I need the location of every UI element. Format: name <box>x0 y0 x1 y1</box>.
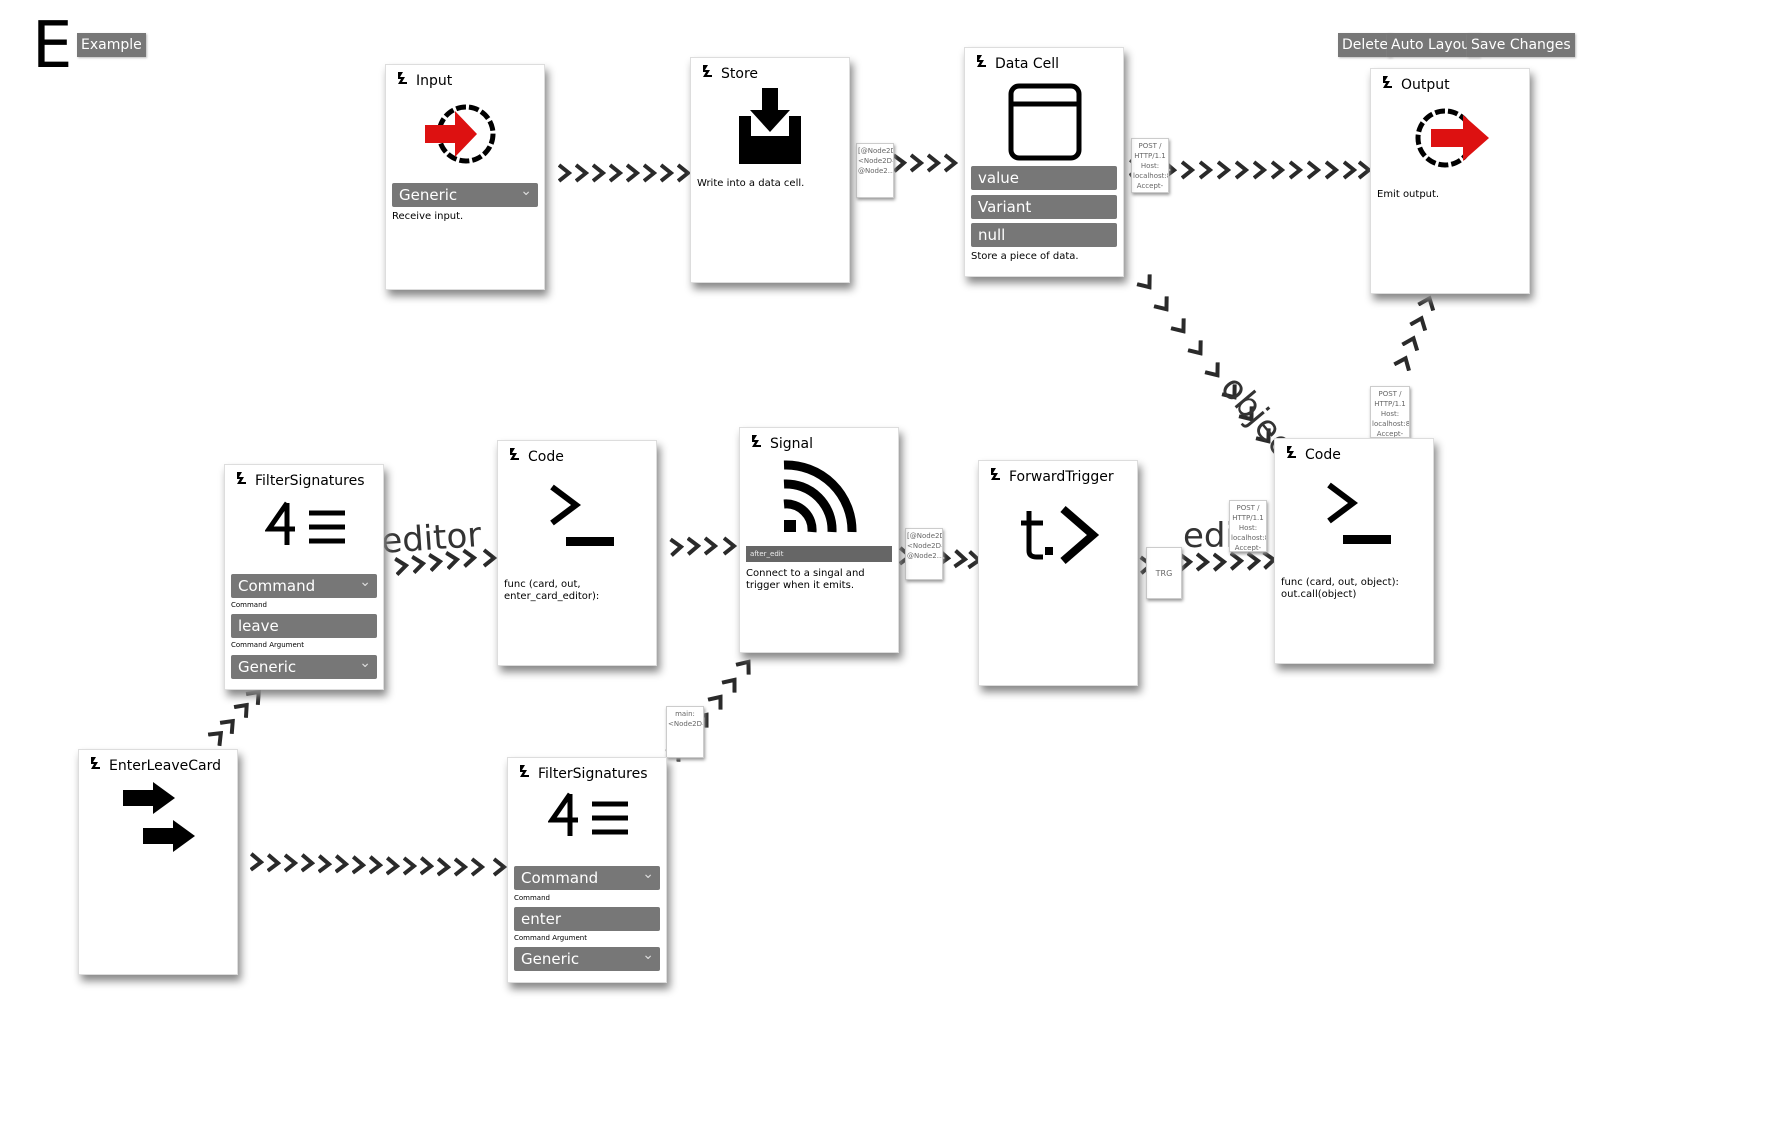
node-output[interactable]: Output Emit output. <box>1370 68 1530 294</box>
terminal-icon <box>1327 482 1391 544</box>
bolt-icon <box>991 468 1000 480</box>
node-forward-trigger[interactable]: ForwardTrigger <box>978 460 1138 686</box>
node-title: Store <box>701 64 758 82</box>
edge-label-editor: editor <box>380 515 483 562</box>
null-field[interactable]: null <box>971 223 1117 247</box>
node-description: func (card, out, enter_card_editor): <box>504 579 600 602</box>
node-description: func (card, out, object): out.call(objec… <box>1281 577 1399 600</box>
node-input[interactable]: Input Generic Receive input. <box>385 64 545 290</box>
node-enter-leave-card[interactable]: EnterLeaveCard <box>78 749 238 975</box>
bolt-icon <box>1287 446 1296 458</box>
bolt-icon <box>977 55 986 67</box>
edge-enterleave-filter1 <box>206 695 256 748</box>
filter-icon <box>265 501 345 545</box>
node-filter-signatures-2[interactable]: FilterSignatures Command Command enter C… <box>507 757 667 983</box>
command-label: Command <box>231 601 267 609</box>
command-argument-field[interactable]: enter <box>514 907 660 931</box>
edge-enterleave-filter2 <box>240 862 500 867</box>
type-select[interactable]: Generic <box>231 651 377 679</box>
filter-icon <box>548 792 628 836</box>
command-argument-field[interactable]: leave <box>231 614 377 638</box>
bolt-icon <box>398 72 407 84</box>
type-select[interactable]: Generic <box>514 943 660 971</box>
node-description: Connect to a singal and trigger when it … <box>746 568 865 591</box>
node-title: ForwardTrigger <box>989 467 1114 485</box>
node-code-1[interactable]: Code func (card, out, enter_card_editor)… <box>497 440 657 666</box>
edge-value-datacell-output[interactable]: POST / HTTP/1.1 Host: localhost:8080 Acc… <box>1131 138 1169 193</box>
edge-value-store-datacell[interactable]: [@Node2D@2747:<Node2D#35552600001>, @Nod… <box>856 143 894 198</box>
forward-trigger-icon <box>1021 505 1100 565</box>
node-title: Data Cell <box>975 54 1059 72</box>
node-description: Store a piece of data. <box>971 251 1079 262</box>
command-select[interactable]: Command <box>231 570 377 598</box>
edge-code2-output <box>1395 302 1428 382</box>
save-changes-button[interactable]: Save Changes <box>1467 33 1575 57</box>
command-label: Command <box>514 894 550 902</box>
node-title: FilterSignatures <box>235 471 365 489</box>
bolt-icon <box>91 757 100 769</box>
node-title: FilterSignatures <box>518 764 648 782</box>
node-title: Output <box>1381 75 1450 93</box>
app-logo: E <box>32 9 73 83</box>
terminal-icon <box>550 484 614 546</box>
edge-value-forward-code2[interactable]: POST / HTTP/1.1 Host: localhost:8080 Acc… <box>1229 500 1267 552</box>
bolt-icon <box>510 448 519 460</box>
node-title: Input <box>396 71 452 89</box>
data-cell-icon <box>1008 83 1082 161</box>
auto-layout-button[interactable]: Auto Layout <box>1387 33 1480 57</box>
node-title: Code <box>508 447 564 465</box>
node-description: Receive input. <box>392 211 464 222</box>
node-signal[interactable]: Signal after_edit Connect to a singal an… <box>739 427 899 653</box>
edge-value-code2-output[interactable]: POST / HTTP/1.1 Host: localhost:8080 Acc… <box>1370 386 1410 438</box>
bolt-icon <box>752 435 761 447</box>
edge-value-trg[interactable]: TRG <box>1146 547 1182 599</box>
input-icon <box>425 104 496 164</box>
output-icon <box>1415 108 1489 168</box>
node-title: Code <box>1285 445 1341 463</box>
edge-code1-signal <box>660 546 730 548</box>
node-data-cell[interactable]: Data Cell value Variant null Store a pie… <box>964 47 1124 277</box>
bolt-icon <box>1383 76 1392 88</box>
node-code-2[interactable]: Code func (card, out, object): out.call(… <box>1274 438 1434 664</box>
signal-slot-field[interactable]: after_edit <box>746 546 892 562</box>
node-description: Emit output. <box>1377 189 1440 200</box>
command-argument-label: Command Argument <box>231 641 304 649</box>
node-filter-signatures-1[interactable]: FilterSignatures Command Command leave C… <box>224 464 384 690</box>
enter-leave-icon <box>123 782 195 852</box>
type-select[interactable]: Generic <box>392 179 538 207</box>
node-title: EnterLeaveCard <box>89 756 221 774</box>
node-store[interactable]: Store Write into a data cell. <box>690 57 850 283</box>
edge-value-filter2-signal[interactable]: main:<Node2D#49224353125> <box>666 706 704 758</box>
download-tray-icon <box>739 88 801 164</box>
signal-icon <box>783 460 857 533</box>
node-description: Write into a data cell. <box>697 178 805 189</box>
command-select[interactable]: Command <box>514 862 660 890</box>
delete-button[interactable]: Delete <box>1338 33 1392 57</box>
bolt-icon <box>237 472 246 484</box>
bolt-icon <box>520 765 529 777</box>
variant-field[interactable]: Variant <box>971 195 1117 219</box>
edge-value-signal-forward[interactable]: [@Node2D@2747:<Node2D#35552600001>, @Nod… <box>905 528 943 580</box>
command-argument-label: Command Argument <box>514 934 587 942</box>
bolt-icon <box>703 65 712 77</box>
node-title: Signal <box>750 434 813 452</box>
value-field[interactable]: value <box>971 166 1117 190</box>
example-button[interactable]: Example <box>77 33 146 57</box>
